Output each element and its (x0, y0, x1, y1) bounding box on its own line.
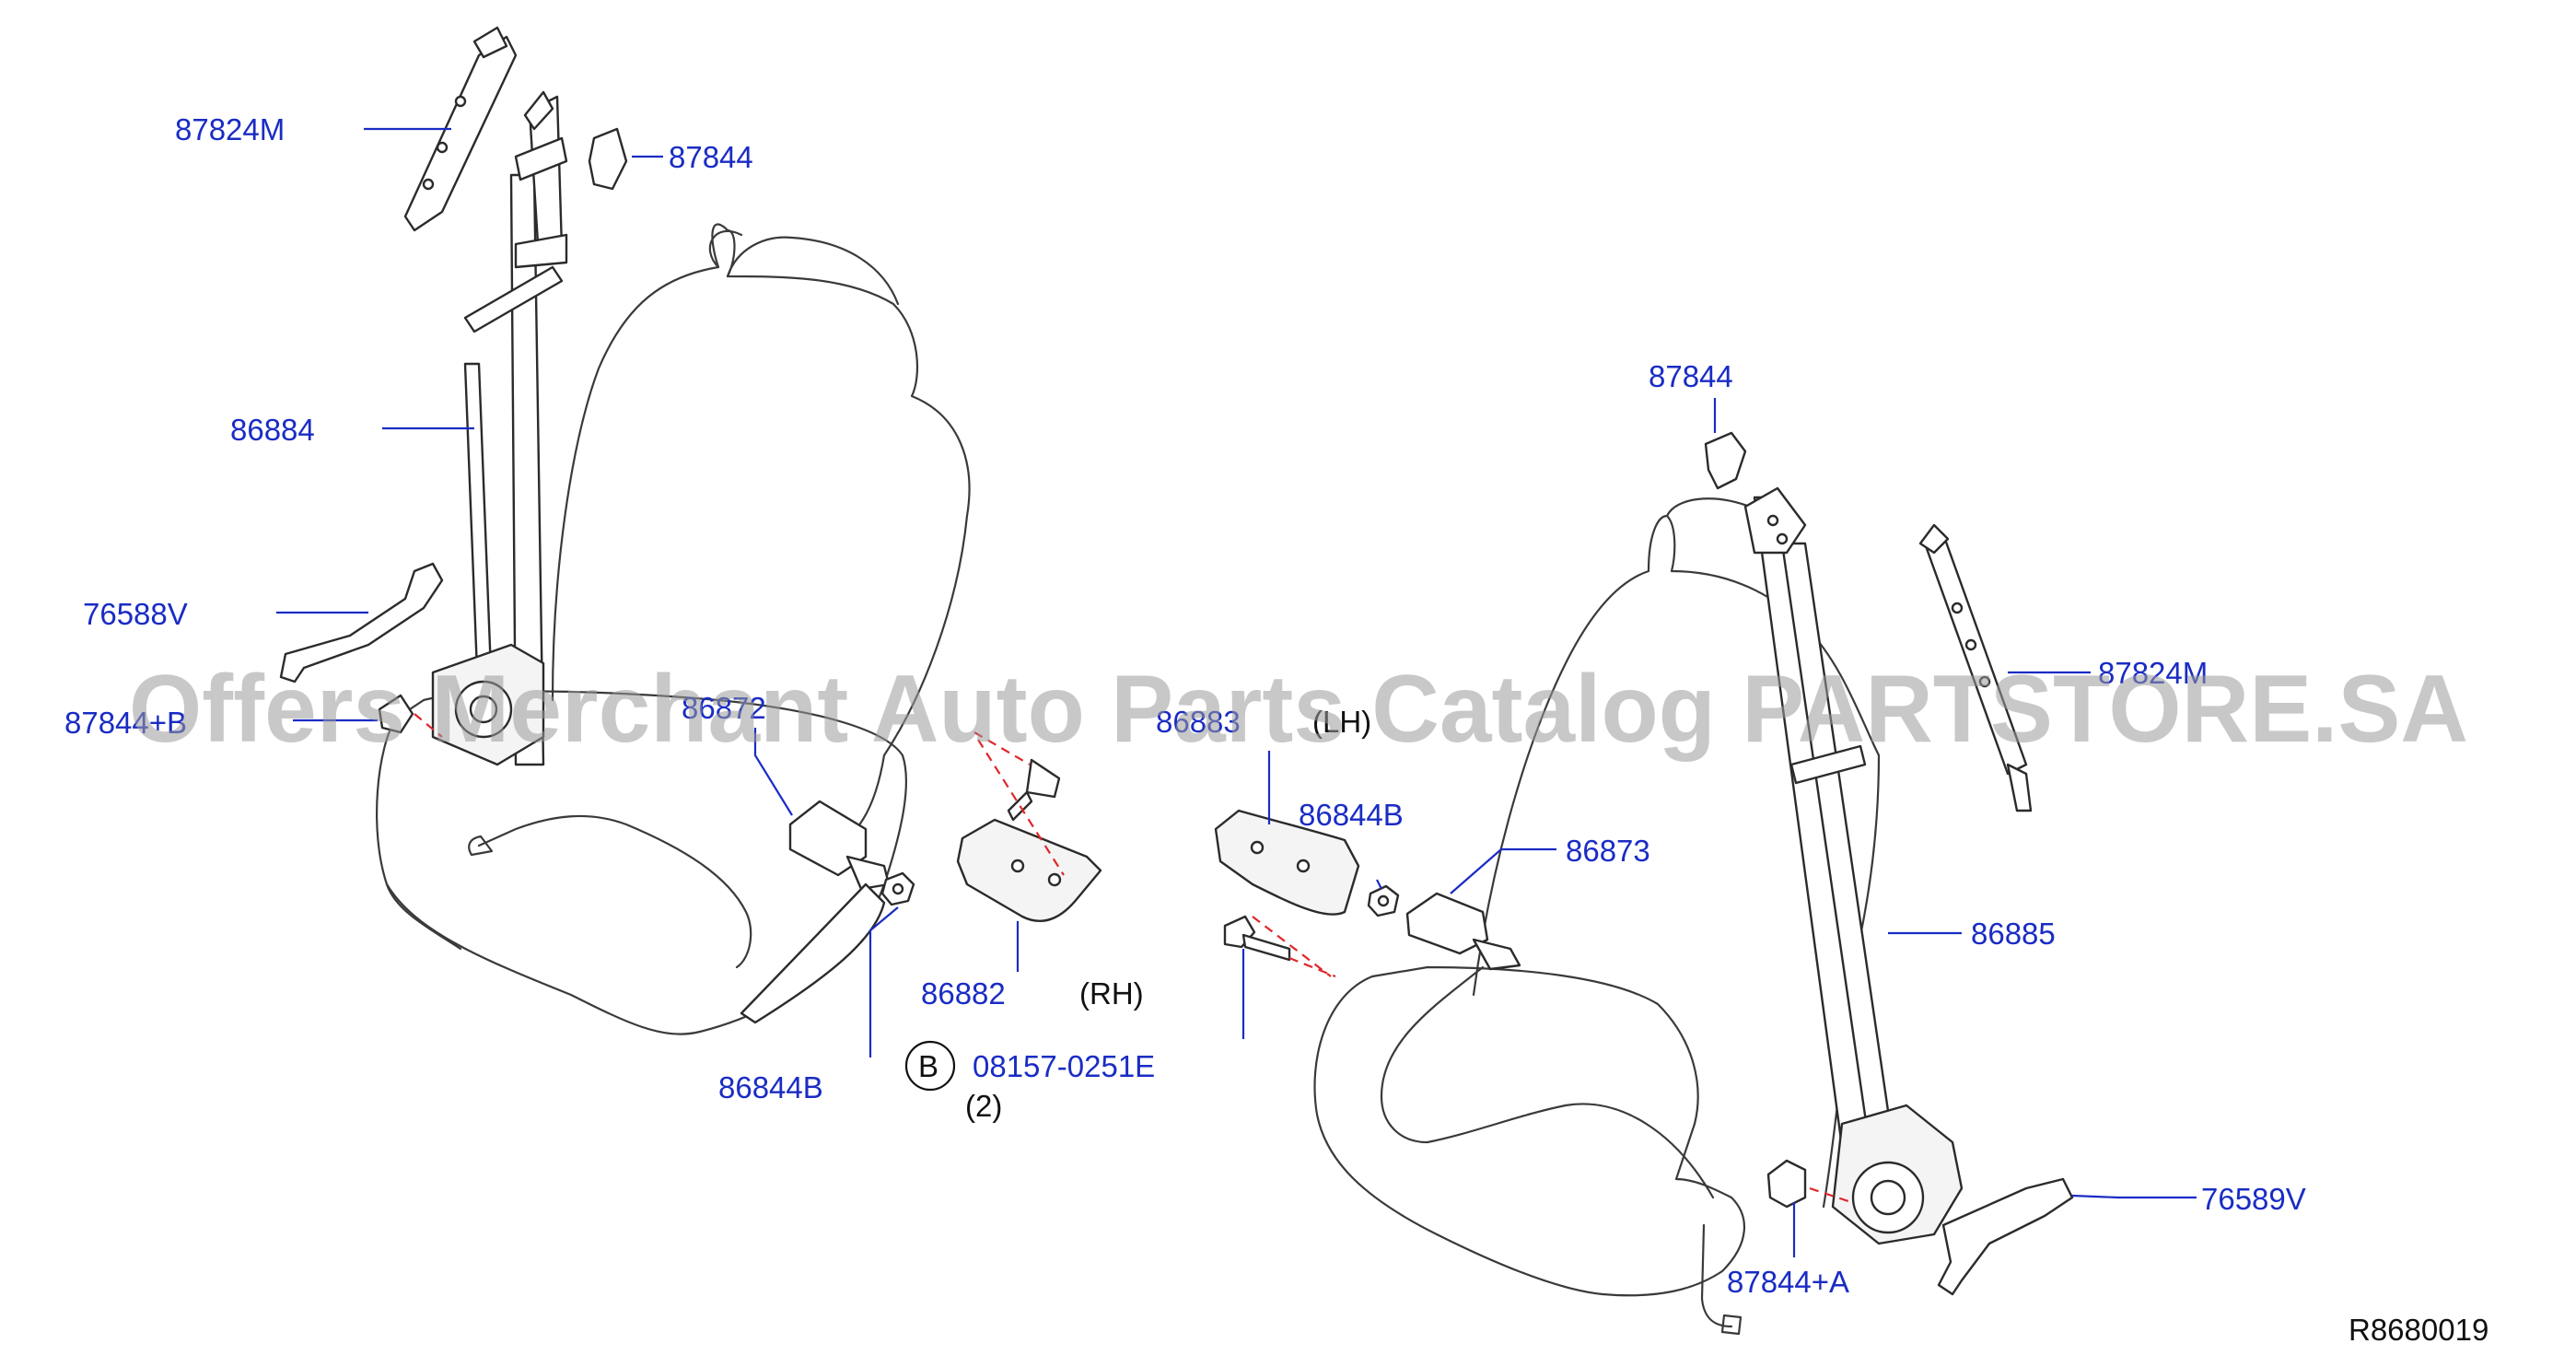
callout-87844-top-right[interactable]: 87844 (1649, 359, 1733, 393)
left-lower-anchor-cover (378, 694, 414, 734)
callout-labels: 87824M 87844 86884 76588V 87844+B 86872 … (64, 112, 2306, 1299)
left-height-adjuster-rail (403, 26, 518, 232)
note-quantity: (2) (965, 1089, 1002, 1123)
left-seat-illustration (376, 223, 971, 1035)
right-height-adjuster-rail (1918, 523, 2033, 812)
lh-bolt (1223, 915, 1291, 962)
right-upper-anchor-cover (1704, 431, 1747, 490)
callout-87824m-left[interactable]: 87824M (175, 112, 285, 146)
callout-86885[interactable]: 86885 (1971, 917, 2056, 951)
callout-76588v[interactable]: 76588V (83, 597, 188, 631)
callout-86872[interactable]: 86872 (682, 691, 766, 725)
fastener-b-letter: B (918, 1049, 938, 1083)
callout-86882[interactable]: 86882 (921, 976, 1006, 1011)
callout-87844b[interactable]: 87844+B (64, 706, 187, 740)
note-rh: (RH) (1079, 976, 1144, 1011)
callout-87844a[interactable]: 87844+A (1727, 1265, 1849, 1299)
callout-86844b-left[interactable]: 86844B (718, 1070, 823, 1104)
callout-86873[interactable]: 86873 (1566, 834, 1650, 868)
left-seat-back (551, 223, 971, 849)
left-seat-belt-webbing (431, 90, 568, 766)
callout-86884[interactable]: 86884 (230, 413, 315, 447)
right-lower-anchor-cover (1766, 1159, 1807, 1209)
rh-bolt (1007, 758, 1061, 822)
note-lh: (LH) (1312, 705, 1371, 739)
left-lower-bracket (279, 562, 444, 684)
left-upper-anchor-cover (588, 127, 628, 191)
right-seat-frame-bar (1380, 965, 1715, 1199)
callout-87824m-right[interactable]: 87824M (2098, 656, 2208, 690)
watermark-text: Offers Merchant Auto Parts Catalog PARTS… (129, 656, 2468, 763)
callout-08157-0251e[interactable]: 08157-0251E (973, 1049, 1155, 1083)
left-buckle (740, 800, 891, 1024)
assembly-guide-lines (414, 713, 1852, 1204)
lh-anchor-plate (1214, 809, 1360, 916)
right-seat-belt-webbing (1743, 486, 1964, 1245)
fastener-b-circle (904, 1040, 956, 1092)
diagram-code: R8680019 (2349, 1313, 2489, 1347)
right-buckle (1405, 892, 1521, 971)
left-nut (880, 871, 915, 906)
left-seat-frame-bar (477, 814, 752, 969)
callout-87844-top-left[interactable]: 87844 (669, 140, 753, 174)
callout-76589v[interactable]: 76589V (2201, 1182, 2306, 1216)
callout-86883[interactable]: 86883 (1156, 705, 1241, 739)
callout-86844b-right[interactable]: 86844B (1299, 798, 1404, 832)
leader-lines (276, 127, 2197, 1257)
right-nut (1367, 884, 1400, 917)
rh-anchor-plate (956, 818, 1102, 923)
right-lower-bracket (1937, 1177, 2074, 1296)
right-seat-cushion (1313, 965, 1746, 1297)
